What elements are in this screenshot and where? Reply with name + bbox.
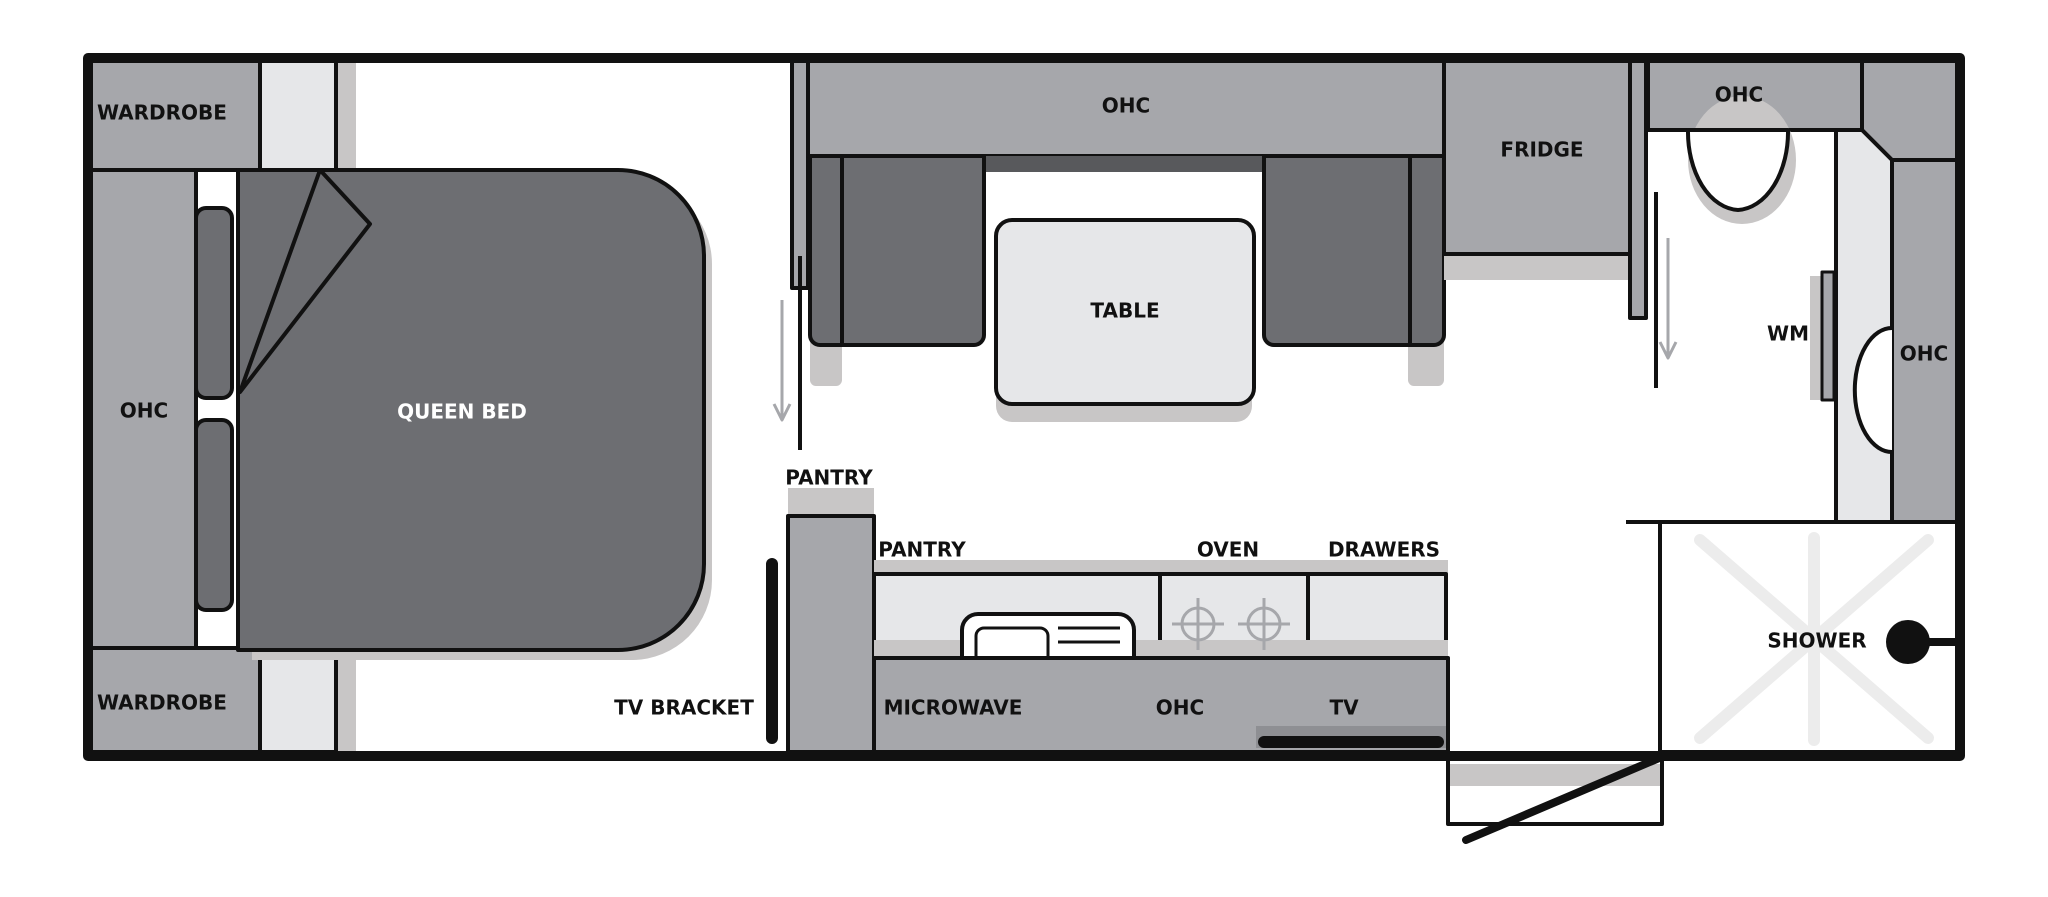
- pantry-upper: [786, 514, 876, 754]
- pantry-upper-shadow: [788, 488, 874, 516]
- wardrobe-bottom-label: WARDROBE: [97, 691, 227, 715]
- pantry-upper-label: PANTRY: [785, 466, 873, 490]
- shower-drain-cross: [1694, 532, 1934, 746]
- ensuite-wall-panel: [1628, 58, 1648, 320]
- washing-machine-shadow: [1810, 276, 1822, 400]
- sink-bowl: [974, 626, 1050, 658]
- ohc-ensuite-top-label: OHC: [1715, 83, 1763, 107]
- dinette-rail: [790, 58, 810, 290]
- queen-bed: [236, 168, 706, 652]
- washing-machine: [1820, 270, 1836, 402]
- toilet: [1685, 128, 1791, 212]
- queen-bed-label: QUEEN BED: [397, 400, 527, 424]
- ohc-bedhead-label: OHC: [120, 399, 168, 423]
- ohc-ensuite-right-label: OHC: [1900, 342, 1948, 366]
- cooktop-burner-icon: [1172, 598, 1224, 650]
- caravan-outer-wall: [83, 53, 1965, 761]
- fridge: [1442, 58, 1632, 256]
- wardrobe-bottom-door: [258, 646, 338, 754]
- wardrobe-top-label: WARDROBE: [97, 101, 227, 125]
- dinette-seat-left: [808, 154, 986, 347]
- microwave-label: MICROWAVE: [884, 696, 1023, 720]
- down-arrow-icon: [772, 300, 792, 422]
- basin: [1852, 326, 1893, 454]
- pantry-lower-label: PANTRY: [878, 538, 966, 562]
- entry-door-open: [1462, 752, 1668, 844]
- bed-sheet-fold: [238, 168, 372, 394]
- bedside-cabinet-upper: [194, 206, 234, 400]
- fridge-label: FRIDGE: [1500, 138, 1583, 162]
- vanity-bench: [1834, 128, 1894, 524]
- fridge-shadow: [1444, 254, 1634, 280]
- ohc-kitchen-label: OHC: [1156, 696, 1204, 720]
- cooktop-burner-icon: [1238, 598, 1290, 650]
- table-label: TABLE: [1090, 299, 1159, 323]
- ohc-dinette-label: OHC: [1102, 94, 1150, 118]
- shower-label: SHOWER: [1767, 629, 1866, 653]
- oven-label: OVEN: [1197, 538, 1259, 562]
- tv-bracket-label: TV BRACKET: [614, 696, 754, 720]
- wm-label: WM: [1767, 322, 1809, 346]
- wardrobe-top-door: [258, 58, 338, 172]
- dinette-seat-right: [1262, 154, 1446, 347]
- drawers-label: DRAWERS: [1328, 538, 1440, 562]
- down-arrow-icon: [1658, 238, 1678, 360]
- tv-label: TV: [1329, 696, 1359, 720]
- table: [994, 218, 1256, 406]
- bedside-cabinet-lower: [194, 418, 234, 612]
